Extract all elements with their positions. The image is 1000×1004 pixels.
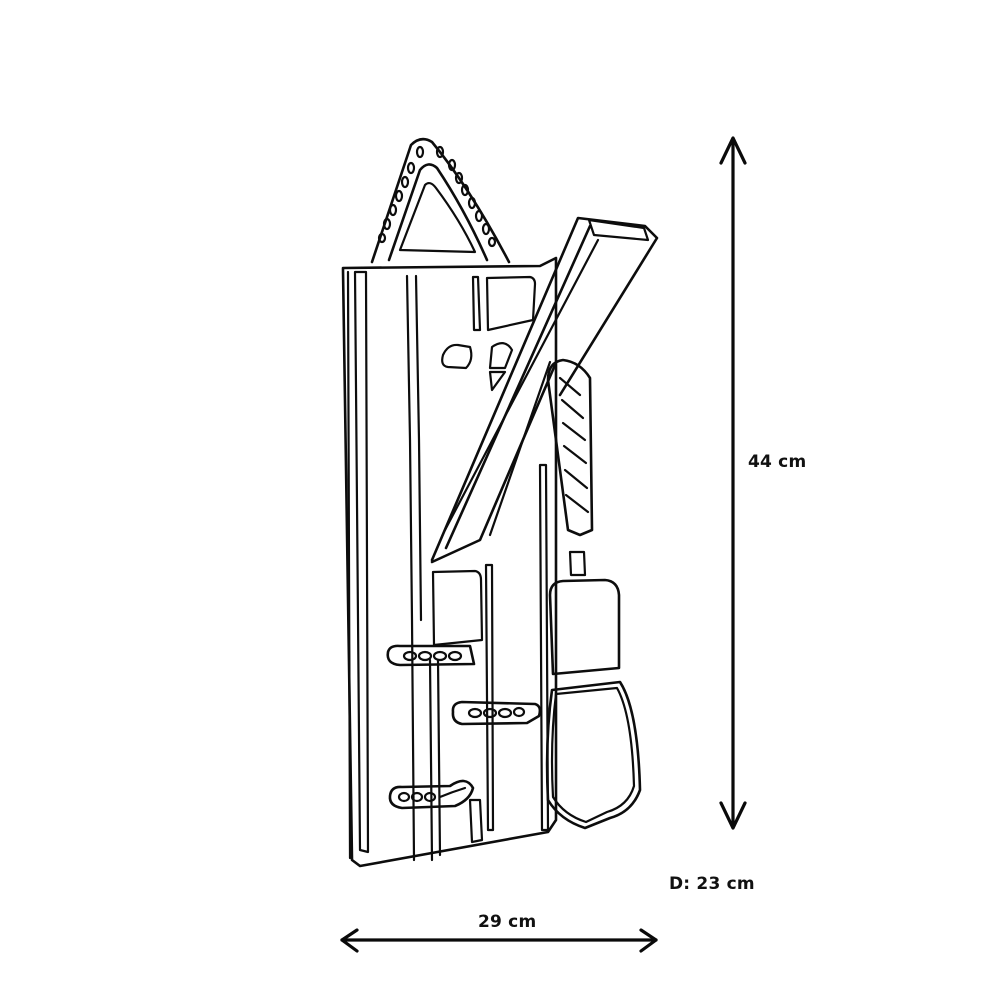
lower-frame — [428, 463, 550, 862]
height-label: 44 cm — [748, 452, 807, 472]
hanging-handle — [370, 137, 511, 264]
paddle-head — [545, 578, 642, 830]
width-label: 29 cm — [478, 912, 537, 932]
twisted-handle — [546, 358, 594, 577]
diagonal-tube-brace — [430, 216, 659, 564]
hook-bars — [386, 644, 542, 810]
back-board — [341, 256, 558, 868]
depth-label: D: 23 cm — [669, 874, 755, 894]
height-dimension-arrow — [719, 136, 747, 830]
width-dimension-arrow — [340, 928, 658, 953]
